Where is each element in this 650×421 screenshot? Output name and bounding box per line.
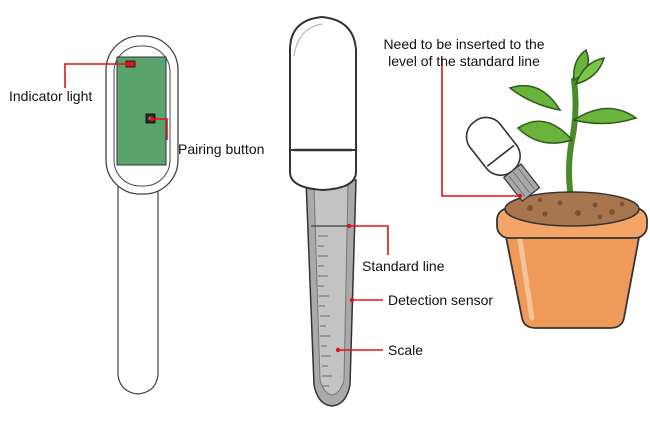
- insert-note-line1: Need to be inserted to the: [383, 36, 545, 52]
- insert-note-leader: [441, 58, 520, 197]
- pairing-button-label: Pairing button: [178, 141, 265, 157]
- standard-line-label: Standard line: [362, 258, 445, 274]
- circuit-board: [116, 56, 167, 166]
- potted-plant-icon: [465, 48, 648, 329]
- sensor-probe-icon: [289, 15, 357, 407]
- scale-label: Scale: [388, 342, 424, 358]
- detection-sensor-label: Detection sensor: [388, 292, 494, 308]
- indicator-light-leader: [64, 63, 128, 88]
- indicator-light-label: Indicator light: [9, 88, 93, 104]
- leader-lines: [64, 58, 520, 351]
- device-outline-icon: [105, 35, 179, 395]
- pairing-button-leader: [152, 118, 168, 140]
- insert-note-line2: level of the standard line: [388, 53, 540, 69]
- standard-line-leader: [349, 225, 389, 255]
